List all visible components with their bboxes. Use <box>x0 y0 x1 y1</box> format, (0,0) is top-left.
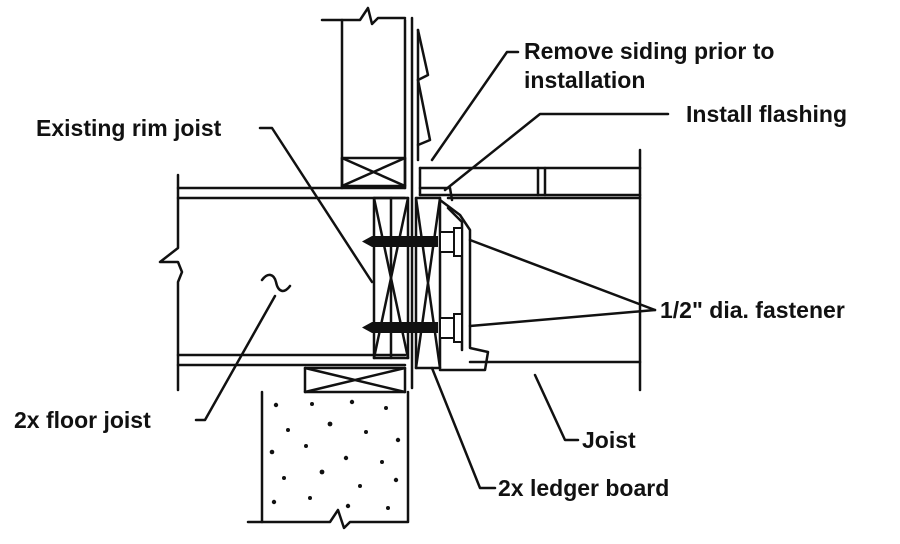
label-fastener: 1/2" dia. fastener <box>660 297 845 323</box>
ledger-board <box>414 196 442 370</box>
flashing <box>418 186 454 202</box>
leader-lines <box>194 50 670 490</box>
concrete-foundation <box>246 390 410 530</box>
upper-wall-stud <box>320 6 407 190</box>
floor-joist-body <box>158 173 407 392</box>
label-remove-siding-line2: installation <box>524 67 645 93</box>
label-floor-joist: 2x floor joist <box>14 407 151 433</box>
label-existing-rim-joist: Existing rim joist <box>36 115 222 141</box>
fastener-upper <box>362 227 463 257</box>
label-joist: Joist <box>582 427 636 453</box>
concrete-aggregate <box>269 399 401 510</box>
fastener-lower <box>362 313 463 343</box>
label-install-flashing: Install flashing <box>686 101 847 127</box>
deck-boards <box>418 148 642 392</box>
label-ledger-board: 2x ledger board <box>498 475 669 501</box>
deck-joist <box>438 196 642 372</box>
wall-top-plate <box>340 156 407 188</box>
label-remove-siding-line1: Remove siding prior to <box>524 38 774 64</box>
fasteners <box>362 227 463 343</box>
rim-joist <box>372 196 410 360</box>
sill-plate <box>303 366 407 394</box>
